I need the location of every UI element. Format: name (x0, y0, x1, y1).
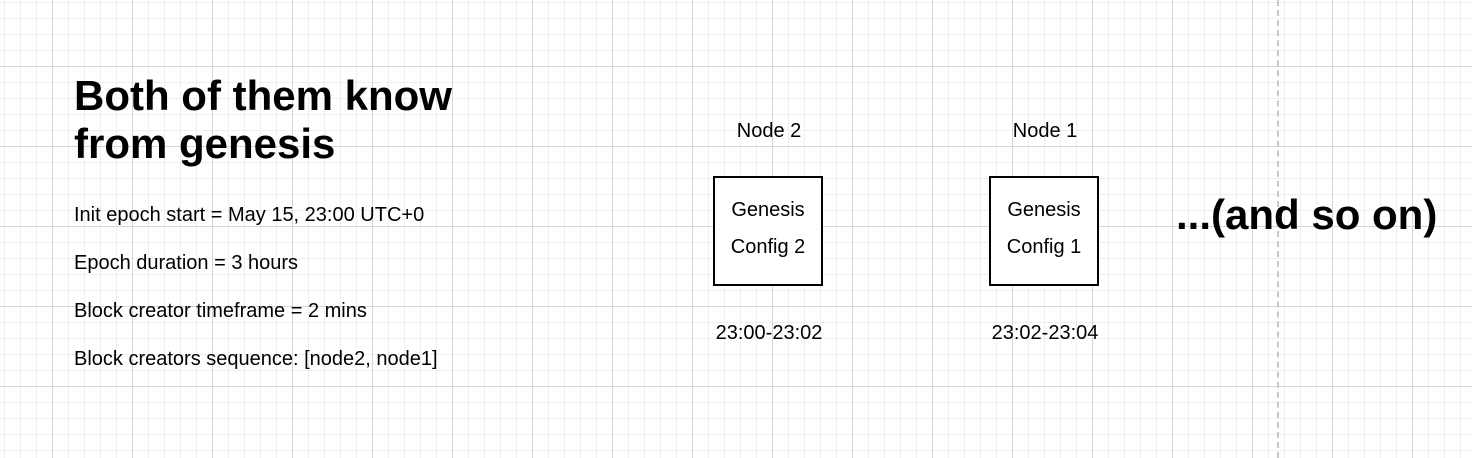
node-2-timeframe: 23:00-23:02 (715, 322, 823, 344)
param-block-creators-sequence: Block creators sequence: [node2, node1] (74, 348, 438, 370)
param-block-creator-timeframe: Block creator timeframe = 2 mins (74, 300, 367, 322)
parameter-list: Init epoch start = May 15, 23:00 UTC+0 E… (74, 203, 438, 395)
diagram-heading: Both of them know from genesis (74, 72, 452, 167)
continuation-text: ...(and so on) (1176, 191, 1438, 238)
param-epoch-duration: Epoch duration = 3 hours (74, 252, 299, 274)
param-init-epoch-start: Init epoch start = May 15, 23:00 UTC+0 (74, 204, 425, 226)
node-1-genesis-block[interactable]: Genesis Config 1 (989, 176, 1099, 286)
node-1-timeframe: 23:02-23:04 (991, 322, 1099, 344)
node-2-block-title: Genesis (731, 199, 805, 221)
node-1-block-title: Genesis (1007, 199, 1081, 221)
node-2-genesis-block[interactable]: Genesis Config 2 (713, 176, 823, 286)
node-1-label: Node 1 (1012, 120, 1078, 142)
node-2-block-config: Config 2 (730, 236, 806, 258)
page-break-line (1277, 0, 1279, 458)
node-2-label: Node 2 (736, 120, 802, 142)
node-1-block-config: Config 1 (1006, 236, 1082, 258)
